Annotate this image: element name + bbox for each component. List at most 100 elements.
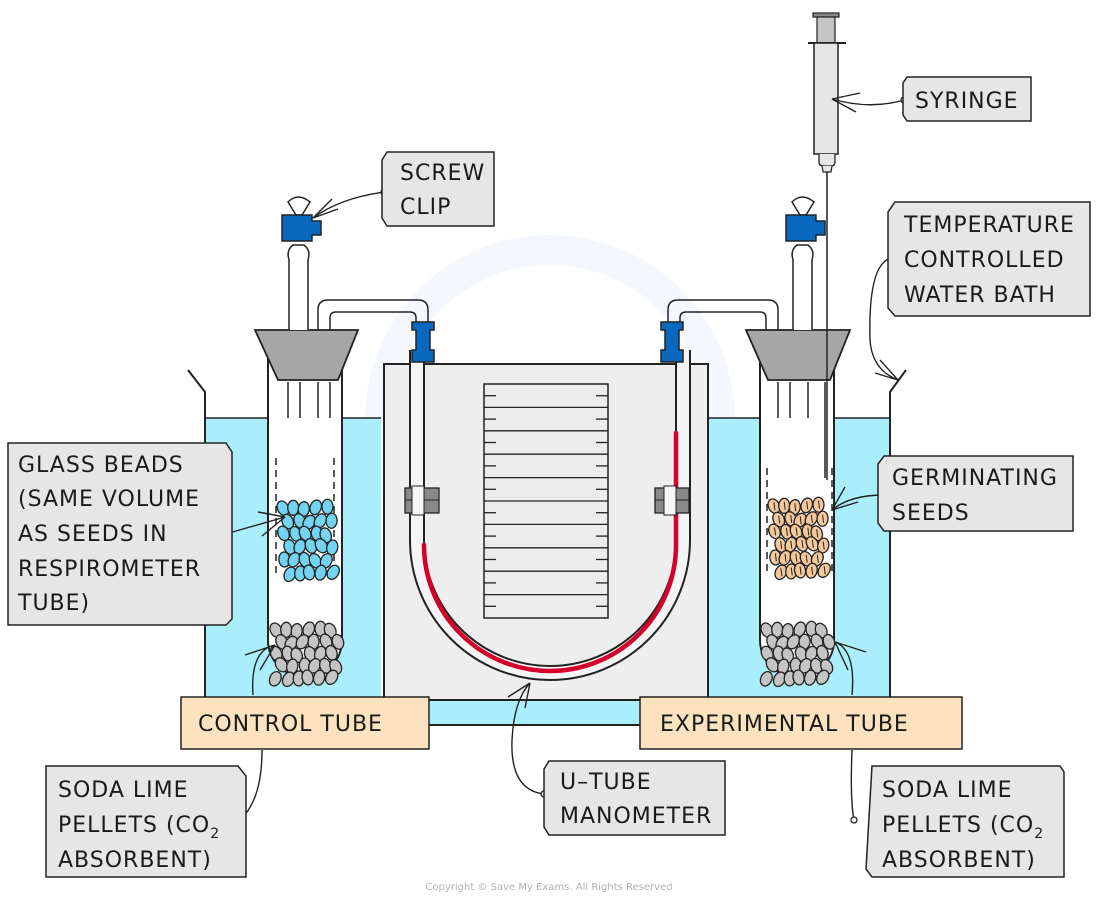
screw-clip-label-line1: SCREW <box>400 161 485 186</box>
experimental-tube[interactable] <box>744 329 852 688</box>
seed-groove <box>780 568 783 577</box>
label-water-bath: TEMPERATURE CONTROLLED WATER BATH <box>887 201 1091 317</box>
seed-groove <box>790 567 793 576</box>
glass-bead <box>325 512 338 529</box>
seed-groove <box>795 553 798 562</box>
seed-groove <box>774 527 777 536</box>
connector-left <box>411 321 435 363</box>
seed-groove <box>799 516 802 525</box>
seed-groove <box>805 554 808 563</box>
soda-lime-pellets-right <box>759 620 836 688</box>
control-tube[interactable] <box>253 329 360 688</box>
syringe-label: SYRINGE <box>915 89 1019 114</box>
screw-clip-left[interactable] <box>281 196 322 330</box>
glass-bead <box>321 498 334 515</box>
label-manometer: U–TUBE MANOMETER <box>543 760 726 836</box>
manometer-fluid <box>421 430 679 674</box>
glass-beads-label-line4: RESPIROMETER <box>18 557 201 582</box>
label-control-tube: CONTROL TUBE <box>180 696 430 750</box>
manometer-label-line2: MANOMETER <box>560 804 712 829</box>
manometer-scale <box>483 383 609 619</box>
bung-right <box>744 329 852 381</box>
seed-groove <box>811 566 814 575</box>
seed-groove <box>817 500 820 509</box>
soda-lime-pellet <box>331 633 345 650</box>
seed-groove <box>784 553 787 562</box>
germinating-seeds-label-line2: SEEDS <box>892 501 970 526</box>
u-tube-manometer[interactable] <box>404 350 691 681</box>
seed-groove <box>790 514 793 524</box>
seed-groove <box>774 553 777 562</box>
glass-beads-label-line5: TUBE) <box>17 591 90 616</box>
seed-groove <box>790 540 793 549</box>
experimental-tube-label: EXPERIMENTAL TUBE <box>660 712 909 737</box>
seed-groove <box>785 527 788 536</box>
seed-groove <box>822 541 825 550</box>
seed-groove <box>795 527 798 536</box>
glass-beads-label-line2: (SAME VOLUME <box>18 487 200 512</box>
connecting-tubes <box>317 299 779 330</box>
control-tube-label: CONTROL TUBE <box>198 712 383 737</box>
seed-groove <box>823 566 826 575</box>
soda-lime-right-label-line2: PELLETS (CO2 <box>882 813 1044 842</box>
soda-lime-left-label-line3: ABSORBENT) <box>58 848 212 873</box>
water-bath-label-line2: CONTROLLED <box>904 248 1065 273</box>
glass-bead <box>326 564 340 580</box>
soda-lime-left-label-line1: SODA LIME <box>58 778 189 803</box>
seed-groove <box>816 554 819 563</box>
bung-left <box>253 329 360 381</box>
seed-groove <box>780 540 783 549</box>
copyright-text: Copyright © Save My Exams. All Rights Re… <box>425 882 672 893</box>
water-bath-label-line1: TEMPERATURE <box>903 213 1075 238</box>
glass-beads-label-line3: AS SEEDS IN <box>18 522 168 547</box>
soda-lime-pellet <box>324 669 339 685</box>
soda-lime-pellet <box>268 670 282 687</box>
screw-clip-label-line2: CLIP <box>400 195 451 220</box>
soda-lime-pellet <box>274 657 289 673</box>
glass-bead <box>309 499 323 516</box>
soda-lime-right-label-line3: ABSORBENT) <box>882 848 1036 873</box>
seed-groove <box>811 539 814 548</box>
label-syringe: SYRINGE <box>902 76 1032 122</box>
soda-lime-right-label-line1: SODA LIME <box>882 778 1013 803</box>
seed-groove <box>807 527 810 536</box>
manometer-label-line1: U–TUBE <box>560 770 652 795</box>
glass-bead <box>314 564 327 581</box>
soda-lime-pellets-left <box>268 620 345 688</box>
pointer-lines <box>221 92 905 821</box>
soda-lime-pellet <box>759 670 773 687</box>
soda-lime-pellet <box>803 669 817 686</box>
soda-lime-pellet <box>301 669 314 686</box>
soda-lime-pellet <box>822 633 836 650</box>
seed-groove <box>783 501 786 510</box>
seed-groove <box>799 566 802 575</box>
water-bath-label-line3: WATER BATH <box>904 283 1056 308</box>
screw-clip-right[interactable] <box>785 196 826 330</box>
soda-lime-pellet <box>312 669 326 686</box>
germinating-seeds <box>767 496 831 581</box>
soda-lime-pellet <box>815 669 830 685</box>
connector-right <box>660 321 684 363</box>
glass-bead <box>314 538 329 554</box>
seed-groove <box>794 503 797 512</box>
label-experimental-tube: EXPERIMENTAL TUBE <box>639 696 963 750</box>
seed-groove <box>773 502 776 511</box>
label-soda-lime-right: SODA LIME PELLETS (CO2 ABSORBENT) <box>865 765 1065 878</box>
seed-groove <box>810 514 813 523</box>
glass-bead <box>287 499 300 516</box>
soda-lime-left-label-line2: PELLETS (CO2 <box>58 813 220 842</box>
germinating-seeds-label-line1: GERMINATING <box>892 466 1058 491</box>
seed-groove <box>816 529 819 538</box>
label-glass-beads: GLASS BEADS (SAME VOLUME AS SEEDS IN RES… <box>7 442 233 626</box>
seed-groove <box>806 501 809 510</box>
glass-bead <box>302 564 316 581</box>
label-germinating-seeds: GERMINATING SEEDS <box>877 455 1074 532</box>
glass-beads-label-line1: GLASS BEADS <box>18 453 184 478</box>
soda-lime-pellet <box>765 657 780 673</box>
seed-groove <box>822 514 825 523</box>
glass-beads <box>276 498 340 583</box>
soda-lime-pellet <box>792 669 805 686</box>
label-screw-clip: SCREW CLIP <box>381 151 495 227</box>
seed-groove <box>778 515 781 524</box>
